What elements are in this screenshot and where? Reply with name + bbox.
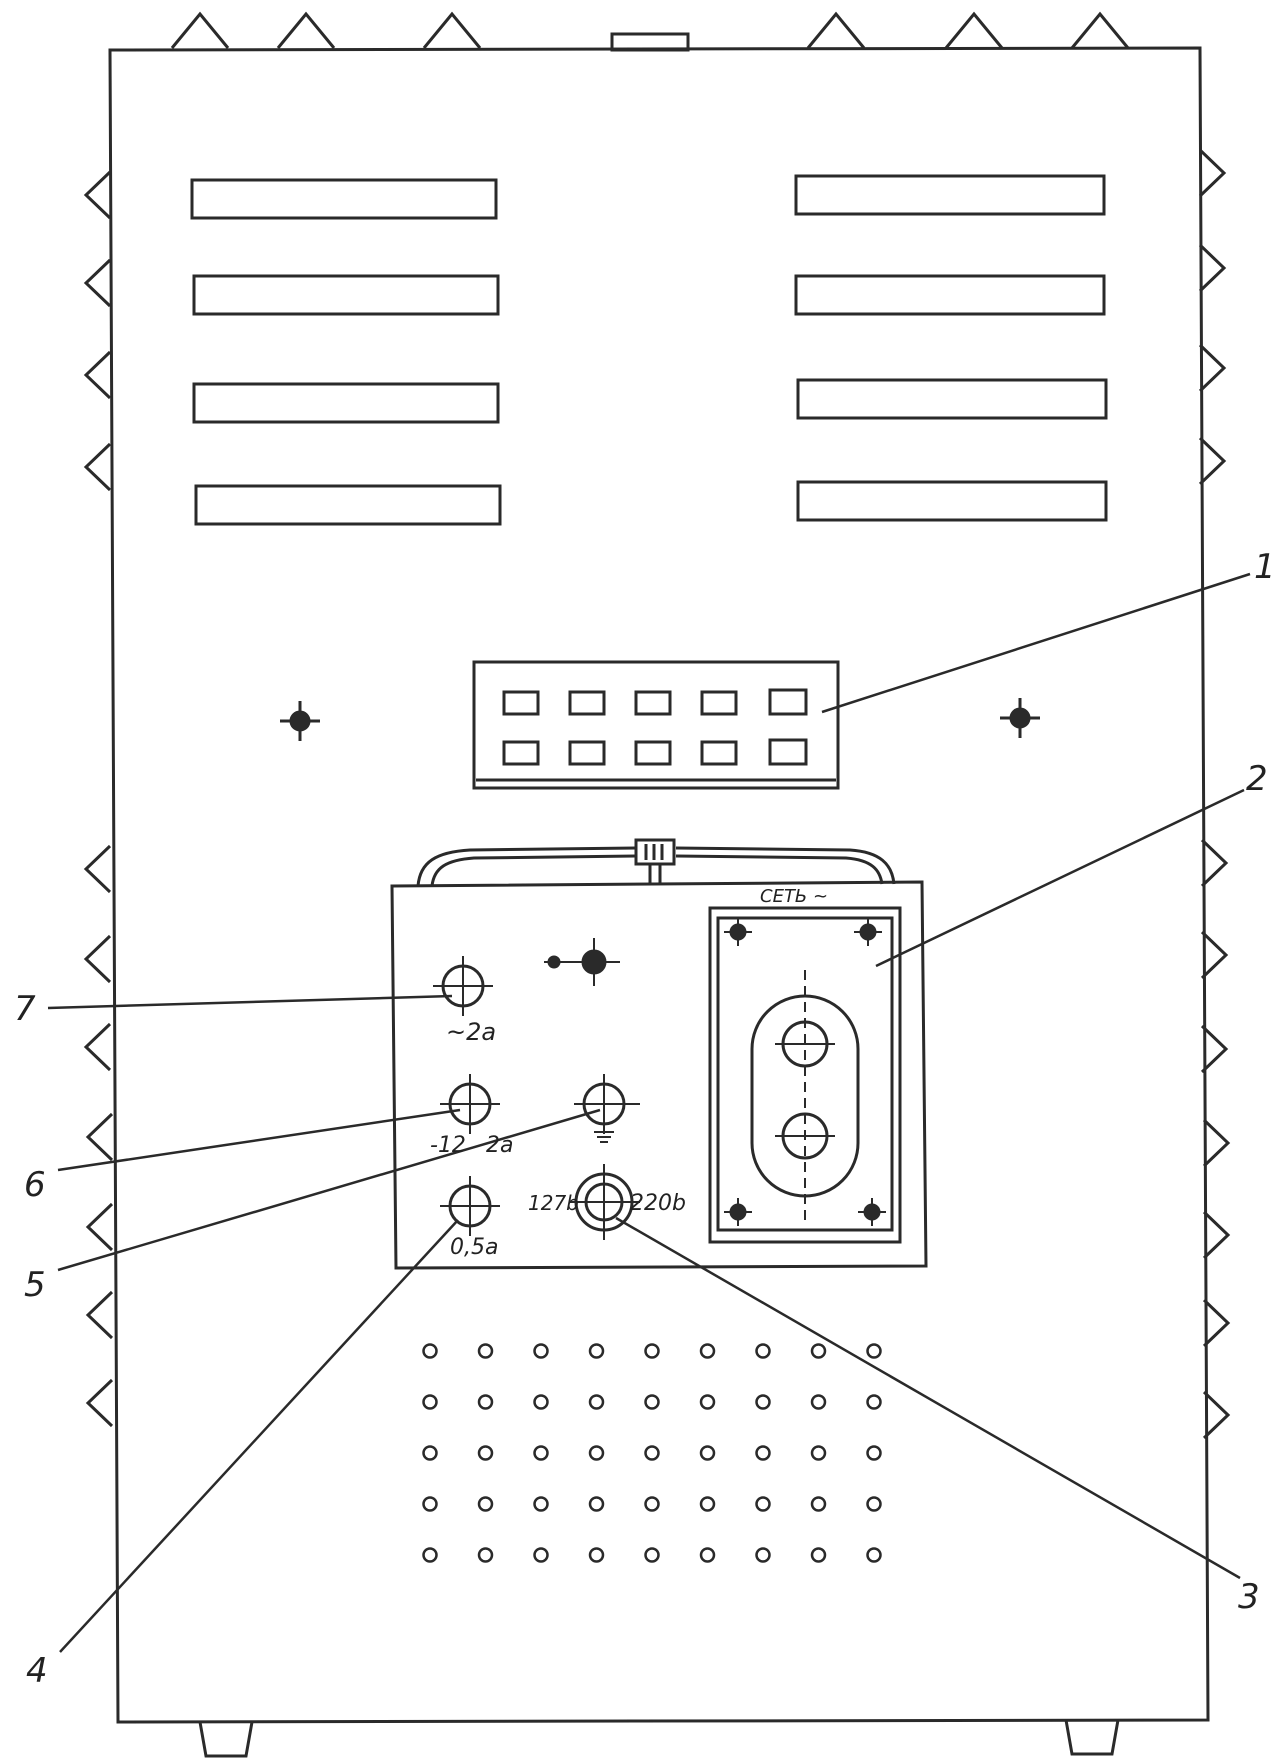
mounting-screw-left xyxy=(280,701,320,741)
socket-ac-2a xyxy=(433,956,493,1016)
callout-leaders xyxy=(47,572,1251,1653)
grille-hole xyxy=(810,1343,827,1359)
socket-ground xyxy=(574,1074,640,1143)
grille-hole xyxy=(810,1547,827,1563)
grille-hole xyxy=(477,1547,494,1563)
grille-hole xyxy=(422,1445,438,1461)
grille-hole xyxy=(644,1343,660,1359)
grille-hole xyxy=(422,1394,438,1410)
right-fins xyxy=(1198,148,1231,1440)
callout-1: 1 xyxy=(1254,547,1276,587)
grille-hole xyxy=(866,1547,882,1563)
grille-hole xyxy=(533,1547,549,1563)
left-fins xyxy=(83,170,114,1428)
mounting-screw-right xyxy=(1000,698,1040,738)
grille-hole xyxy=(477,1496,494,1512)
grille-hole xyxy=(477,1394,494,1410)
grille-hole xyxy=(533,1394,549,1410)
grille-hole xyxy=(533,1343,549,1359)
grille-hole xyxy=(477,1343,494,1359)
grille-hole xyxy=(588,1394,605,1410)
mains-plate xyxy=(708,906,902,1244)
grille-hole xyxy=(588,1343,605,1359)
grille-hole xyxy=(588,1496,605,1512)
grille-hole xyxy=(755,1445,771,1461)
grille-hole xyxy=(699,1445,716,1461)
grille-hole xyxy=(644,1496,660,1512)
callout-6: 6 xyxy=(24,1165,46,1205)
top-fins xyxy=(170,11,1130,52)
voltage-selector xyxy=(570,1164,640,1240)
grille-hole xyxy=(755,1547,771,1563)
grille-hole xyxy=(533,1445,549,1461)
plate-screw-br xyxy=(858,1198,886,1226)
vent-slots-right xyxy=(794,174,1108,522)
grille-hole xyxy=(533,1496,549,1512)
grille-hole xyxy=(588,1547,605,1563)
grille-hole xyxy=(755,1496,771,1512)
callout-7: 7 xyxy=(14,989,36,1029)
fuse-block xyxy=(472,660,840,790)
grille-hole xyxy=(644,1547,660,1563)
label-127v: 127b xyxy=(528,1191,579,1215)
fuse-row-bottom xyxy=(502,738,808,766)
ventilation-grille xyxy=(422,1343,882,1563)
grille-hole xyxy=(699,1496,716,1512)
plate-screw-tr xyxy=(854,918,882,946)
vent-slots-left xyxy=(190,178,502,526)
label-fuse-05a: 0,5a xyxy=(450,1235,498,1260)
feet xyxy=(198,1719,1120,1758)
control-panel xyxy=(390,880,928,1270)
grille-hole xyxy=(422,1343,438,1359)
grille-hole xyxy=(866,1445,882,1461)
case-body xyxy=(108,46,1210,1724)
callout-2: 2 xyxy=(1246,759,1268,799)
label-dc-2a: 2a xyxy=(486,1133,513,1158)
callout-4: 4 xyxy=(26,1651,48,1691)
grille-hole xyxy=(810,1394,827,1410)
grille-hole xyxy=(866,1496,882,1512)
grille-hole xyxy=(699,1343,716,1359)
label-220v: 220b xyxy=(630,1191,686,1216)
grille-hole xyxy=(755,1394,771,1410)
socket-minus12-2a xyxy=(440,1074,500,1134)
grille-hole xyxy=(644,1445,660,1461)
label-minus12: -12 xyxy=(430,1133,466,1158)
plate-screw-tl xyxy=(724,918,752,946)
grille-hole xyxy=(422,1496,438,1512)
label-ac-2a: ~2a xyxy=(446,1018,496,1046)
callout-3: 3 xyxy=(1238,1577,1260,1617)
callout-5: 5 xyxy=(24,1265,46,1305)
grille-hole xyxy=(477,1445,494,1461)
grille-hole xyxy=(810,1445,827,1461)
label-mains: СЕТЬ ~ xyxy=(760,886,828,907)
grille-hole xyxy=(588,1445,605,1461)
panel-screw xyxy=(544,938,620,986)
grille-hole xyxy=(699,1547,716,1563)
grille-hole xyxy=(644,1394,660,1410)
fuse-row-top xyxy=(502,688,808,716)
grille-hole xyxy=(699,1394,716,1410)
cable-harness xyxy=(416,838,896,887)
socket-fuse-05a xyxy=(440,1176,500,1236)
grille-hole xyxy=(755,1343,771,1359)
grille-hole xyxy=(810,1496,827,1512)
plate-screw-bl xyxy=(724,1198,752,1226)
grille-hole xyxy=(866,1343,882,1359)
grille-hole xyxy=(866,1394,882,1410)
grille-hole xyxy=(422,1547,438,1563)
